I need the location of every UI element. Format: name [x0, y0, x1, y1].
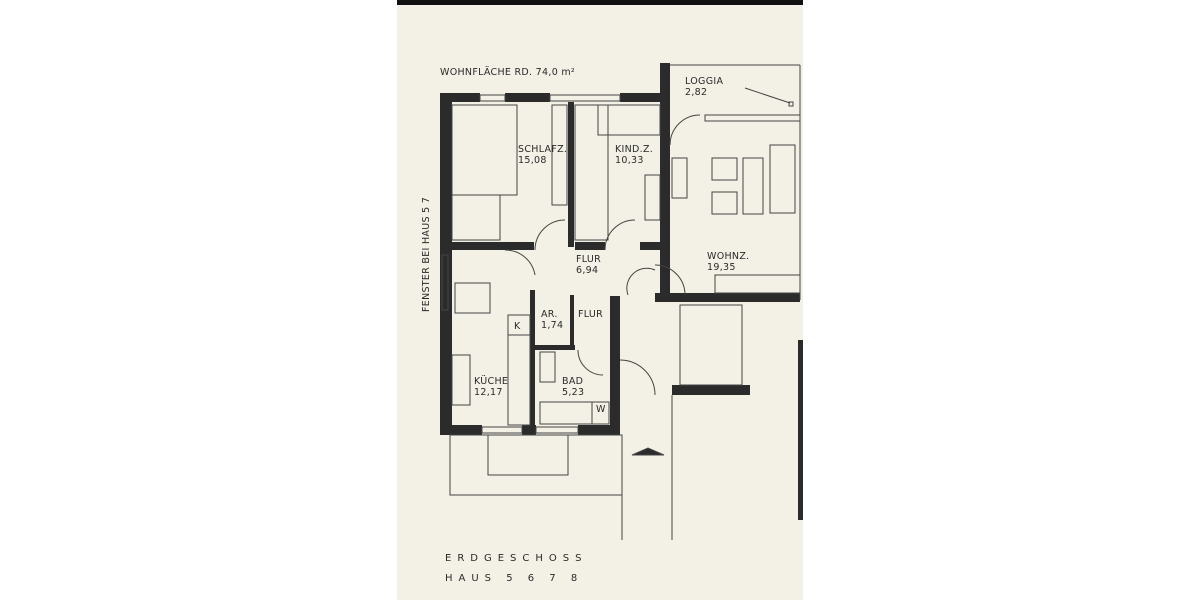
walls — [440, 63, 803, 520]
floor-caption: ERDGESCHOSS — [445, 553, 587, 564]
room-area-ar: 1,74 — [541, 320, 563, 331]
fixture-w: W — [596, 404, 606, 415]
room-area-flur: 6,94 — [576, 265, 598, 276]
room-name-bad: BAD — [562, 376, 583, 387]
room-name-ar: AR. — [541, 309, 558, 320]
room-name-flur: FLUR — [576, 254, 601, 265]
furniture — [449, 104, 801, 540]
windows — [441, 64, 801, 434]
floor-plan-sheet — [397, 5, 803, 600]
room-name-schlafz: SCHLAFZ. — [518, 144, 567, 155]
room-name-loggia: LOGGIA — [685, 76, 723, 87]
room-area-schlafz: 15,08 — [518, 155, 547, 166]
room-name-kindz: KIND.Z. — [615, 144, 653, 155]
room-area-bad: 5,23 — [562, 387, 584, 398]
room-name-wohnz: WOHNZ. — [707, 251, 749, 262]
fixture-k: K — [514, 321, 521, 332]
living-area-label: WOHNFLÄCHE RD. 74,0 m² — [440, 67, 575, 78]
room-area-wohnz: 19,35 — [707, 262, 736, 273]
window-note: FENSTER BEI HAUS 5 7 — [421, 197, 432, 312]
houses-caption: HAUS 5 6 7 8 — [445, 573, 583, 584]
top-bar — [397, 0, 803, 5]
room-name-flur-2: FLUR — [578, 309, 603, 320]
room-area-kindz: 10,33 — [615, 155, 644, 166]
room-area-loggia: 2,82 — [685, 87, 707, 98]
room-name-kueche: KÜCHE — [474, 376, 508, 387]
room-area-kueche: 12,17 — [474, 387, 503, 398]
